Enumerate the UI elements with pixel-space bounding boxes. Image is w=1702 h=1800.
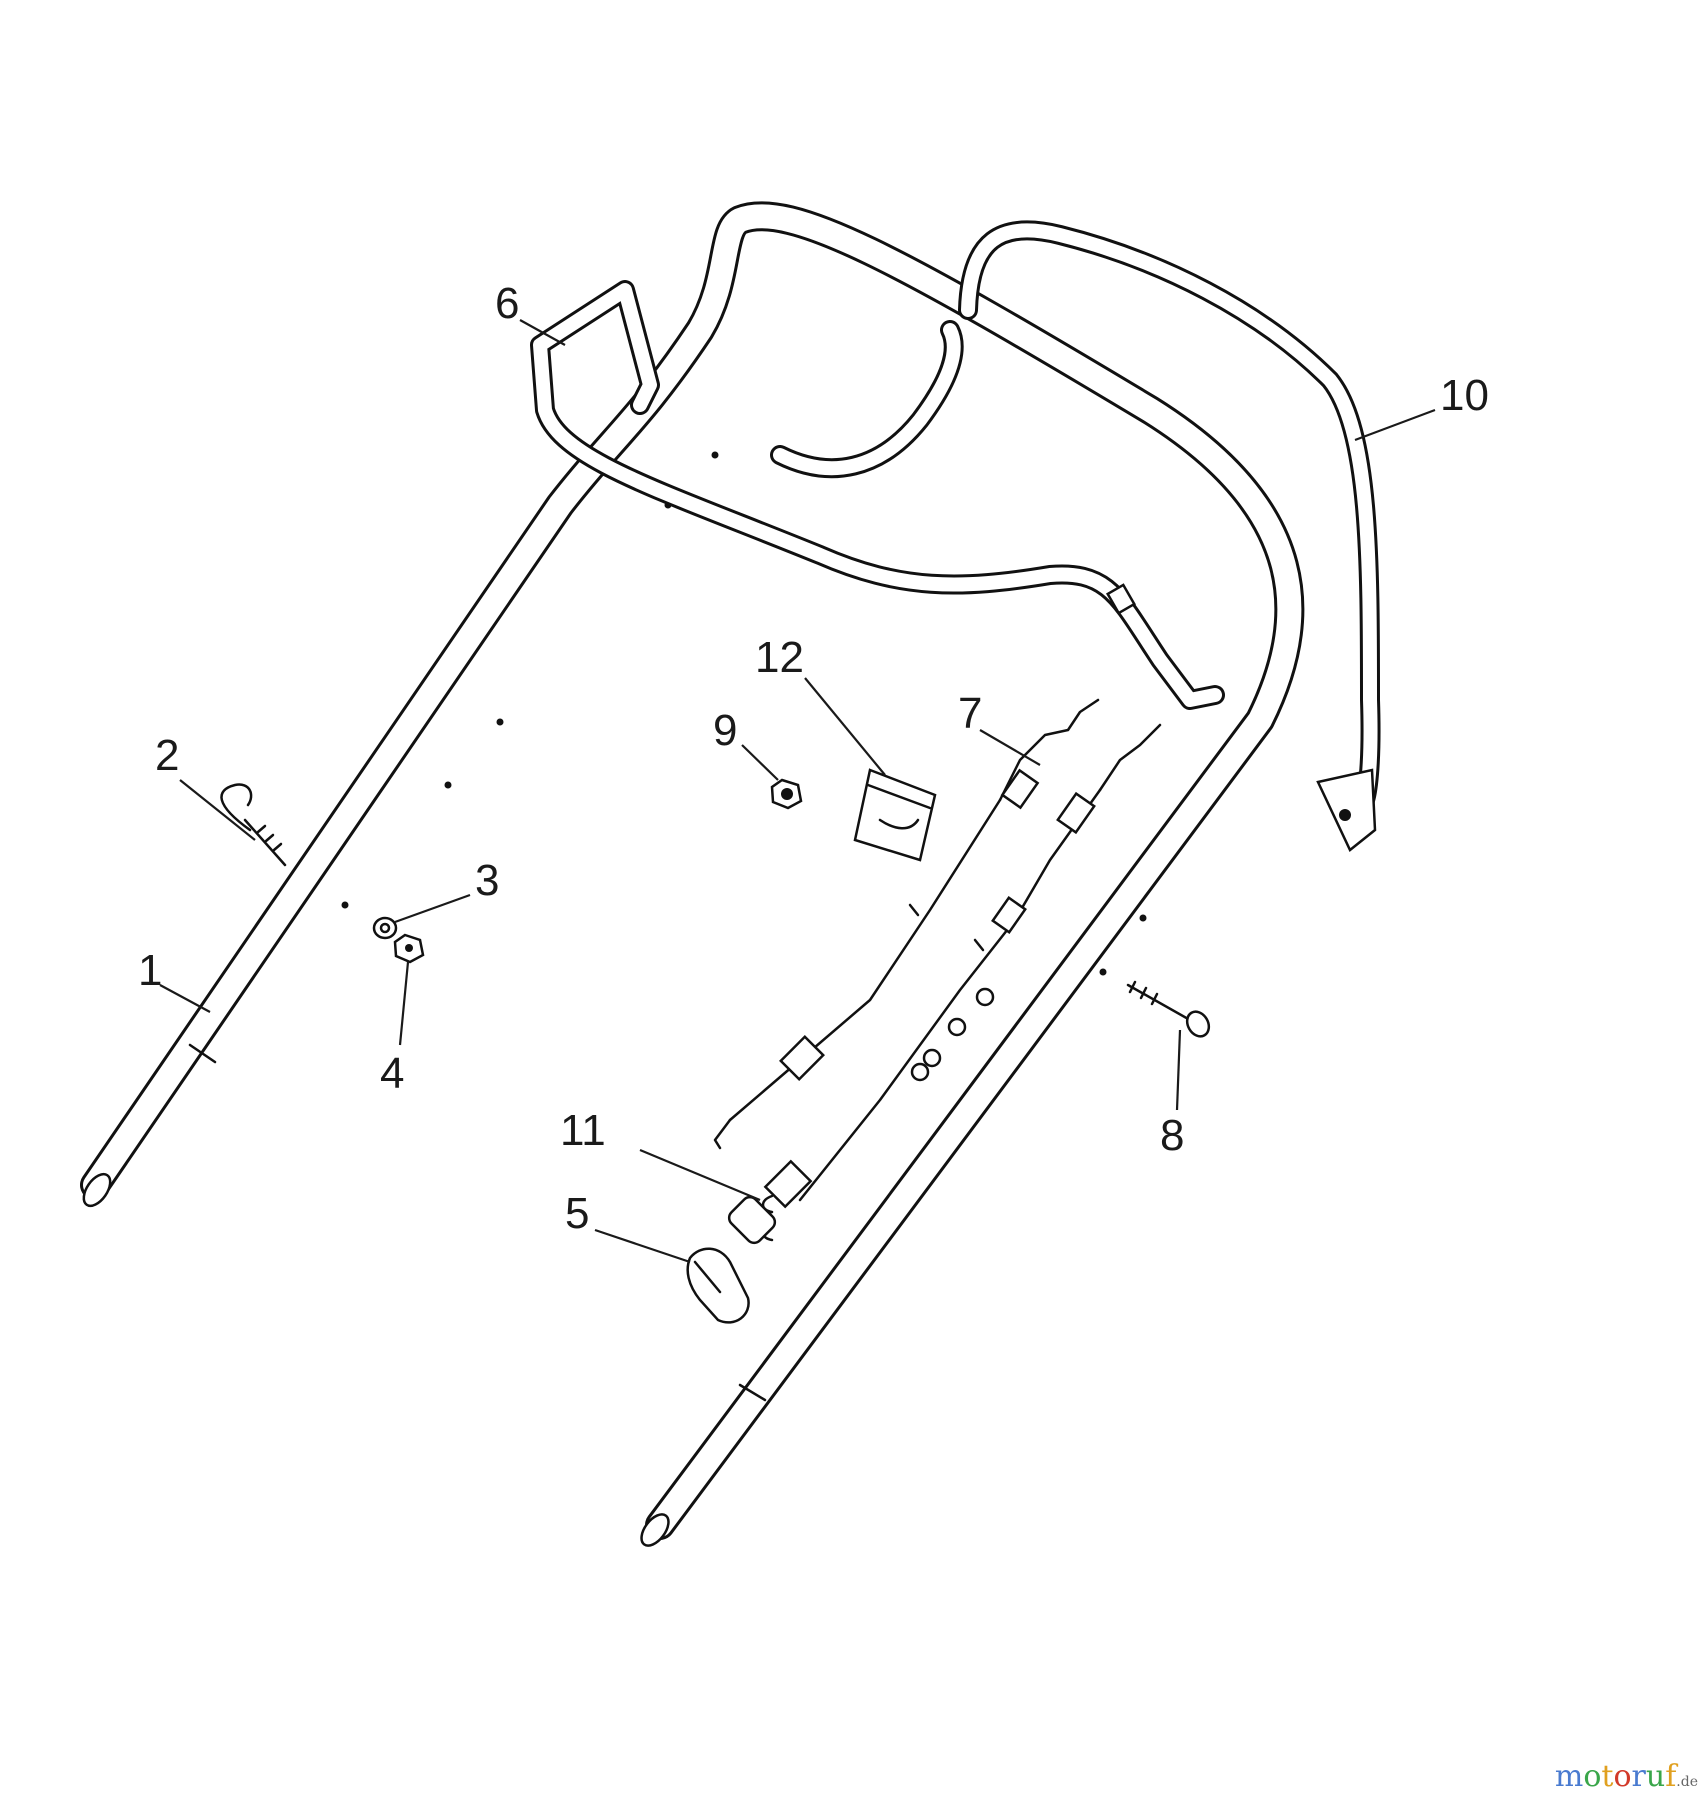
callout-7: 7 bbox=[958, 689, 982, 738]
watermark-tld: .de bbox=[1676, 1774, 1698, 1790]
spring-11 bbox=[727, 1194, 777, 1245]
callout-6: 6 bbox=[495, 279, 519, 328]
rear-bail-10 bbox=[958, 220, 1381, 852]
callout-10: 10 bbox=[1440, 371, 1489, 420]
washers-group bbox=[910, 987, 995, 1082]
leader-lines bbox=[159, 319, 1436, 1264]
callout-9: 9 bbox=[713, 706, 737, 755]
callout-3: 3 bbox=[475, 856, 499, 905]
callout-1: 1 bbox=[138, 946, 162, 995]
site-watermark: motoruf.de bbox=[1555, 1759, 1698, 1794]
nut-4 bbox=[393, 933, 425, 964]
nut-9 bbox=[770, 778, 803, 810]
cable-7 bbox=[713, 698, 1162, 1209]
clamp-5 bbox=[686, 1247, 750, 1324]
callout-4: 4 bbox=[380, 1049, 404, 1098]
bolt-8 bbox=[1126, 980, 1211, 1038]
callout-5: 5 bbox=[565, 1189, 589, 1238]
callout-11: 11 bbox=[560, 1106, 606, 1155]
washer-3 bbox=[372, 916, 398, 940]
handle-frame bbox=[80, 201, 1305, 1547]
hook-bolt-2 bbox=[220, 783, 287, 867]
cable-clip-12 bbox=[853, 768, 937, 862]
callout-labels: 1 2 3 4 5 6 7 8 9 10 11 12 bbox=[138, 279, 1489, 1238]
callout-8: 8 bbox=[1160, 1111, 1184, 1160]
callout-2: 2 bbox=[155, 731, 179, 780]
callout-12: 12 bbox=[755, 633, 804, 682]
wire-bail-6 bbox=[530, 280, 1225, 710]
watermark-text: motoruf bbox=[1554, 1759, 1677, 1794]
